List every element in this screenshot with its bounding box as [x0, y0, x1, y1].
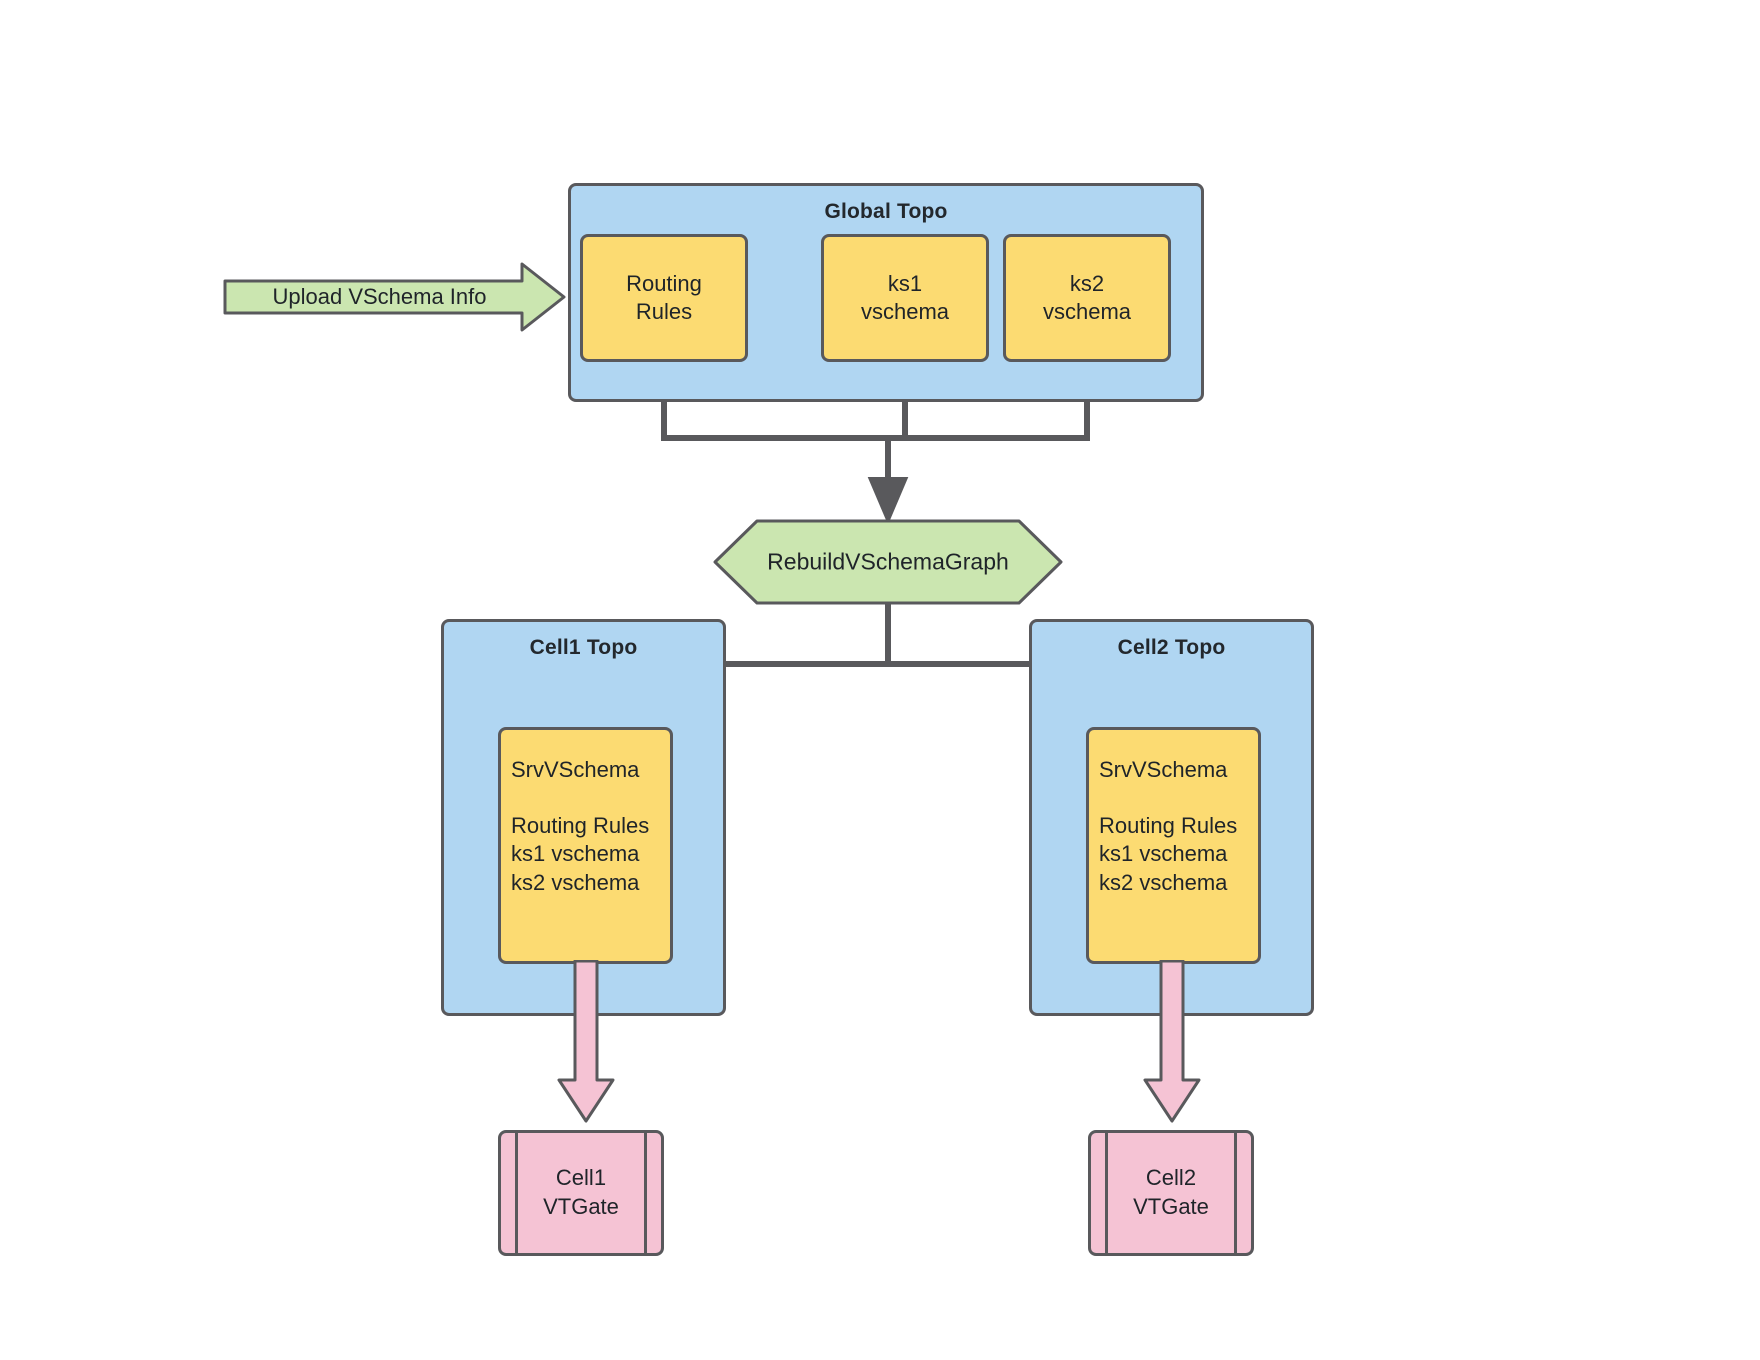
cell1-vtgate-node[interactable]: Cell1 VTGate: [498, 1130, 664, 1256]
routing-rules-node[interactable]: Routing Rules: [580, 234, 748, 362]
cell1-topo-title: Cell1 Topo: [529, 636, 638, 659]
rebuild-vschema-graph-step[interactable]: RebuildVSchemaGraph: [712, 518, 1064, 606]
upload-arrow-shape: [223, 262, 566, 332]
rebuild-vschema-graph-label: RebuildVSchemaGraph: [767, 548, 1009, 575]
ks2-vschema-node[interactable]: ks2 vschema: [1003, 234, 1171, 362]
cell1-srv-to-vtgate-arrow: [556, 959, 616, 1124]
cell2-srvvschema-node[interactable]: SrvVSchema Routing Rules ks1 vschema ks2…: [1086, 727, 1261, 964]
cell2-srv-to-vtgate-arrow: [1142, 959, 1202, 1124]
hexagon-shape: [713, 519, 1063, 605]
pink-down-arrow-shape: [1143, 959, 1201, 1123]
global-topo-title: Global Topo: [824, 200, 948, 223]
pink-down-arrow-shape: [557, 959, 615, 1123]
ks1-vschema-node[interactable]: ks1 vschema: [821, 234, 989, 362]
upload-vschema-arrow[interactable]: Upload VSchema Info: [222, 261, 567, 333]
upload-vschema-label: Upload VSchema Info: [272, 284, 487, 309]
cell1-srvvschema-node[interactable]: SrvVSchema Routing Rules ks1 vschema ks2…: [498, 727, 673, 964]
cell2-topo-title: Cell2 Topo: [1117, 636, 1226, 659]
cell2-vtgate-node[interactable]: Cell2 VTGate: [1088, 1130, 1254, 1256]
